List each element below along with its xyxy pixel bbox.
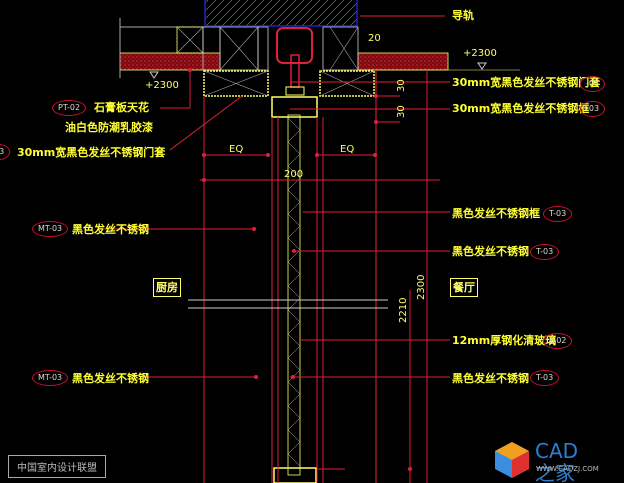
cadzj-logo: CAD之家 WWW.CADZJ.COM — [492, 440, 599, 483]
label-steel-right-2: 黑色发丝不锈钢 — [452, 372, 529, 385]
tag-mt03-left-2: MT-03 — [32, 370, 69, 386]
dim-eq-left: EQ — [229, 144, 244, 155]
label-steel-left-2: 黑色发丝不锈钢 — [72, 372, 149, 385]
logo-name: CAD之家 — [535, 439, 579, 483]
dim-30b: 30 — [396, 105, 407, 118]
tag-pt02: PT-02 — [52, 100, 87, 116]
ceiling-left — [119, 52, 221, 71]
label-door-frame-left: 30mm宽黑色发丝不锈钢门套 — [17, 146, 166, 159]
tag-mt03-right-1: T-03 — [530, 244, 560, 260]
cube-logo-icon — [495, 442, 529, 478]
wall-hatch — [204, 0, 358, 27]
label-door-frame-right: 30mm宽黑色发丝不锈钢门套 — [452, 76, 601, 89]
glass-panel — [287, 114, 301, 476]
tag-mt03-left-1: MT-03 — [32, 221, 69, 237]
level-right: +2300 — [463, 48, 497, 59]
watermark: 中国室内设计联盟 — [8, 455, 106, 478]
dim-30a: 30 — [396, 79, 407, 92]
tag-gl02: L-02 — [543, 333, 573, 349]
rail — [276, 27, 313, 64]
tag-mt03-steel-frame: T-03 — [543, 206, 573, 222]
logo-url: WWW.CADZJ.COM — [536, 465, 599, 473]
ceiling-right — [357, 52, 449, 71]
dim-20: 20 — [368, 33, 381, 44]
tag-mt03-right-2: T-03 — [530, 370, 560, 386]
label-rail: 导轨 — [452, 9, 474, 22]
label-frame-right: 30mm宽黑色发丝不锈钢框 — [452, 102, 590, 115]
tag-mt03-frame-right-2: -03 — [580, 101, 606, 117]
level-left: +2300 — [145, 80, 179, 91]
label-steel-frame-right: 黑色发丝不锈钢框 — [452, 207, 540, 220]
label-steel-right-1: 黑色发丝不锈钢 — [452, 245, 529, 258]
label-ceiling-1: 石膏板天花 — [94, 101, 149, 114]
tag-mt03-frame-right: -03 — [580, 76, 606, 92]
room-dining: 餐厅 — [450, 278, 478, 297]
dim-200: 200 — [284, 169, 304, 180]
room-kitchen: 厨房 — [153, 278, 181, 297]
label-ceiling-2: 油白色防潮乳胶漆 — [65, 121, 153, 134]
label-steel-left-1: 黑色发丝不锈钢 — [72, 223, 149, 236]
dim-2210: 2210 — [398, 297, 409, 323]
dim-eq-right: EQ — [340, 144, 355, 155]
label-glass: 12mm厚钢化清玻璃 — [452, 334, 557, 347]
dim-2300: 2300 — [416, 274, 427, 300]
